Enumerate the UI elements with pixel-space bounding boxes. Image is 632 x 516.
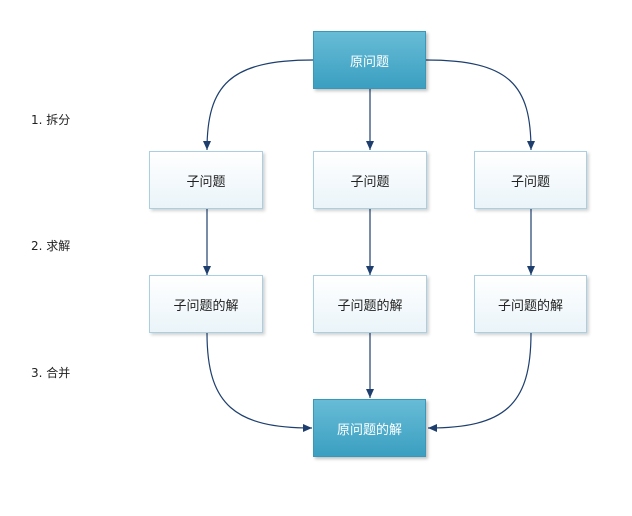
node-subsolution-label: 子问题的解 <box>173 298 239 314</box>
edge-root-to-sub-right <box>425 59 535 151</box>
edge-root-to-sub-left <box>203 59 314 151</box>
node-original-solution[interactable]: 原问题的解 <box>313 399 426 457</box>
node-subsolution-left[interactable]: 子问题的解 <box>149 275 263 333</box>
step-label-solve: 2. 求解 <box>31 239 71 253</box>
node-subproblem-right[interactable]: 子问题 <box>474 151 587 209</box>
node-original-problem-label: 原问题 <box>349 54 389 70</box>
step-label-split: 1. 拆分 <box>31 113 71 127</box>
node-subsolution-middle[interactable]: 子问题的解 <box>313 275 427 333</box>
edge-solution-right-to-result <box>427 332 532 432</box>
node-subproblem-middle[interactable]: 子问题 <box>313 151 427 209</box>
step-label-merge: 3. 合并 <box>31 366 71 380</box>
node-subproblem-label: 子问题 <box>186 174 226 190</box>
node-original-solution-label: 原问题的解 <box>336 422 402 438</box>
node-original-problem[interactable]: 原问题 <box>313 31 426 89</box>
edge-solution-left-to-result <box>206 332 313 432</box>
node-subsolution-label: 子问题的解 <box>337 298 403 314</box>
node-subproblem-label: 子问题 <box>510 174 550 190</box>
node-subsolution-label: 子问题的解 <box>497 298 563 314</box>
node-subsolution-right[interactable]: 子问题的解 <box>474 275 587 333</box>
node-subproblem-label: 子问题 <box>350 174 390 190</box>
node-subproblem-left[interactable]: 子问题 <box>149 151 263 209</box>
